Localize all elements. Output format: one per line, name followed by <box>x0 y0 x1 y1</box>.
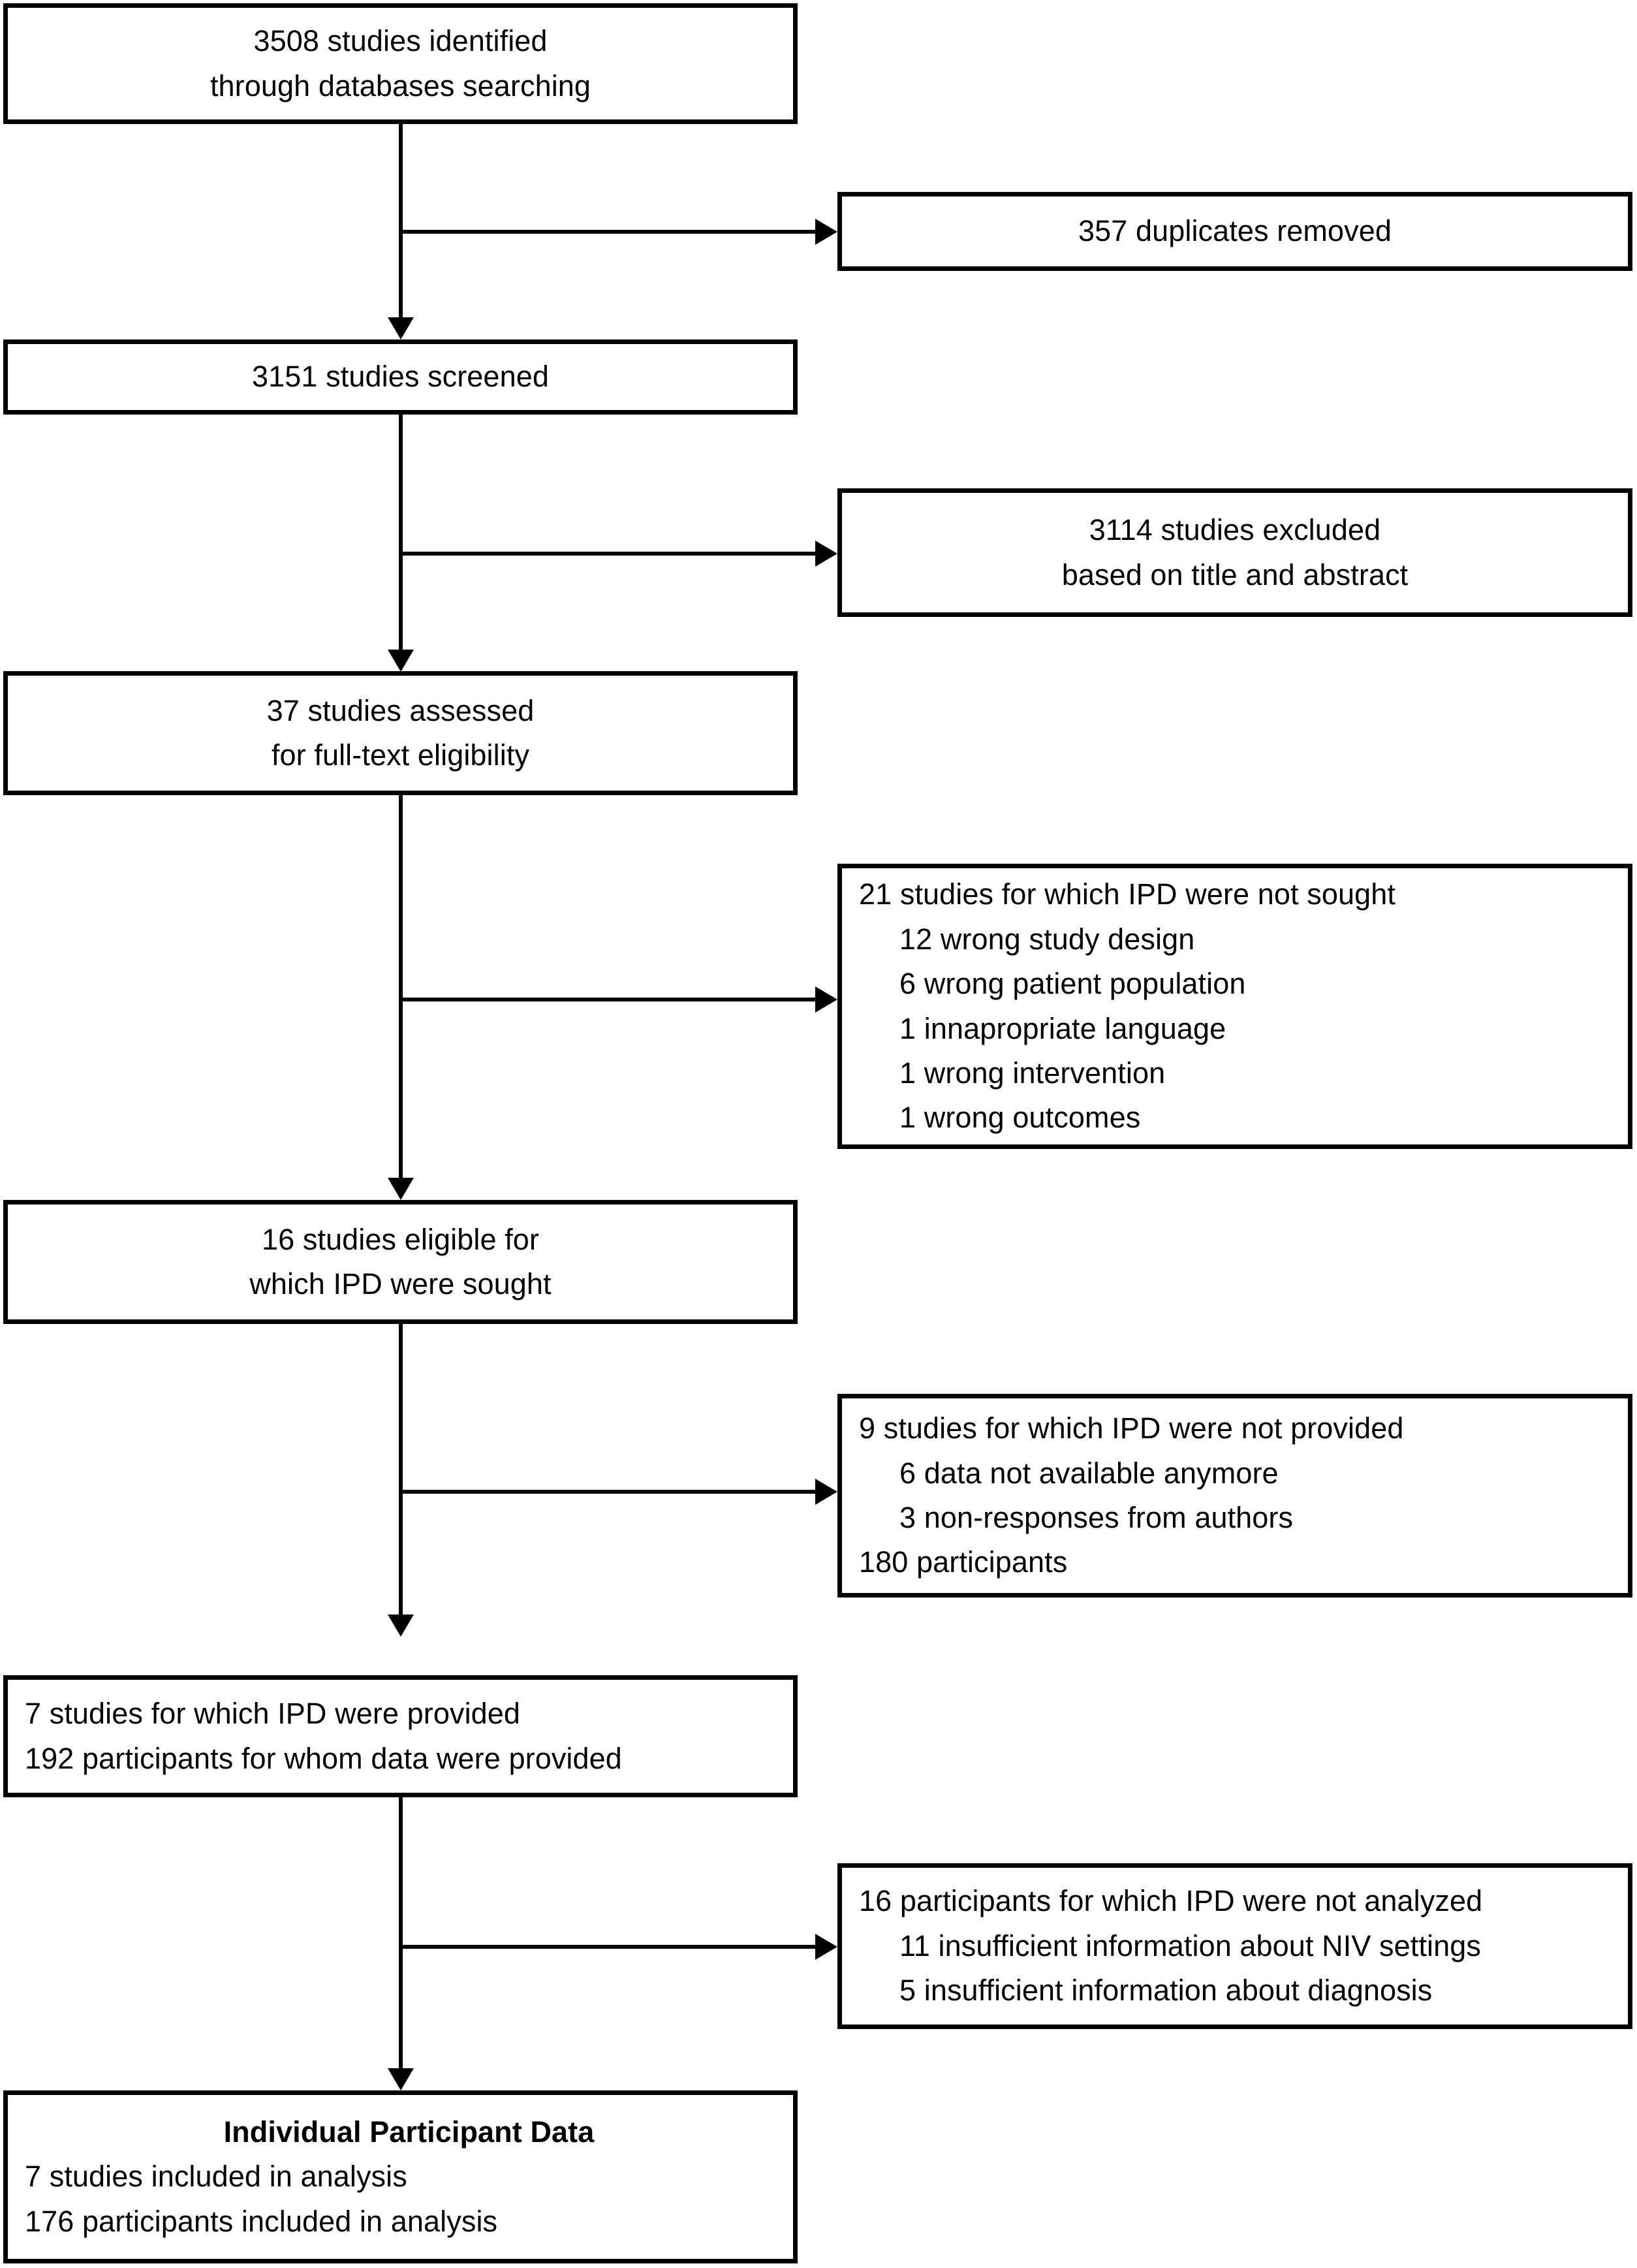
box-line: 5 insufficient information about diagnos… <box>899 1974 1433 2008</box>
box-line: through databases searching <box>210 69 591 102</box>
box-individual-participant-data: Individual Participant Data 7 studies in… <box>3 2090 798 2263</box>
box-line: 6 data not available anymore <box>899 1456 1279 1490</box>
connector-to-ipd-not-provided <box>399 1490 815 1494</box>
box-line: 7 studies included in analysis <box>25 2160 407 2194</box>
connector-provided-to-included <box>399 1797 403 2068</box>
box-studies-excluded: 3114 studies excluded based on title and… <box>837 488 1632 617</box>
arrowhead-down-to-eligible <box>388 1178 414 1200</box>
box-studies-identified: 3508 studies identified through database… <box>3 3 798 124</box>
box-line: for full-text eligibility <box>271 738 530 772</box>
box-title-individual-participant-data: Individual Participant Data <box>223 2115 595 2149</box>
connector-assessed-to-eligible <box>399 795 403 1178</box>
box-line: 1 wrong intervention <box>899 1056 1166 1090</box>
arrowhead-down-to-assessed <box>388 650 414 672</box>
arrowhead-down-to-provided <box>388 1614 414 1637</box>
box-line: 3508 studies identified <box>253 24 548 58</box>
box-ipd-provided: 7 studies for which IPD were provided 19… <box>3 1675 798 1797</box>
box-studies-screened: 3151 studies screened <box>3 339 798 415</box>
box-line: 192 participants for whom data were prov… <box>25 1741 622 1775</box>
arrowhead-right-to-duplicates <box>815 219 837 245</box>
arrowhead-down-to-included <box>388 2068 414 2090</box>
connector-identified-to-screened <box>399 124 403 317</box>
box-line: 3151 studies screened <box>252 360 549 394</box>
box-line: 3 non-responses from authors <box>899 1501 1294 1534</box>
box-line: 16 participants for which IPD were not a… <box>859 1884 1483 1918</box>
box-studies-eligible-ipd-sought: 16 studies eligible for which IPD were s… <box>3 1200 798 1324</box>
box-line: 37 studies assessed <box>266 693 535 727</box>
box-ipd-not-provided: 9 studies for which IPD were not provide… <box>837 1394 1632 1598</box>
box-line: based on title and abstract <box>1061 558 1409 591</box>
box-line: 357 duplicates removed <box>1078 214 1392 248</box>
connector-eligible-to-provided <box>399 1324 403 1614</box>
box-line: 21 studies for which IPD were not sought <box>859 877 1395 911</box>
box-line: 176 participants included in analysis <box>25 2204 498 2238</box>
arrowhead-down-to-screened <box>388 317 414 339</box>
box-line: which IPD were sought <box>249 1267 552 1300</box>
box-line: 1 innapropriate language <box>899 1011 1226 1045</box>
box-studies-assessed: 37 studies assessed for full-text eligib… <box>3 671 798 795</box>
box-line: 7 studies for which IPD were provided <box>25 1697 521 1731</box>
box-duplicates-removed: 357 duplicates removed <box>837 192 1632 271</box>
box-line: 180 participants <box>859 1545 1068 1579</box>
connector-to-excluded <box>399 552 815 556</box>
arrowhead-right-to-excluded <box>815 541 837 567</box>
box-line: 11 insufficient information about NIV se… <box>899 1929 1481 1962</box>
box-line: 9 studies for which IPD were not provide… <box>859 1411 1404 1445</box>
box-line: 3114 studies excluded <box>1089 513 1381 547</box>
box-line: 6 wrong patient population <box>899 967 1246 1001</box>
box-ipd-not-sought: 21 studies for which IPD were not sought… <box>837 864 1632 1149</box>
connector-screened-to-assessed <box>399 415 403 650</box>
box-ipd-not-analyzed: 16 participants for which IPD were not a… <box>837 1863 1632 2029</box>
connector-to-ipd-not-sought <box>399 998 815 1001</box>
arrowhead-right-to-ipd-not-sought <box>815 986 837 1013</box>
connector-to-duplicates <box>399 230 815 234</box>
box-line: 12 wrong study design <box>899 922 1195 956</box>
connector-to-ipd-not-analyzed <box>399 1945 815 1949</box>
box-line: 1 wrong outcomes <box>899 1101 1141 1135</box>
arrowhead-right-to-ipd-not-provided <box>815 1479 837 1505</box>
box-line: 16 studies eligible for <box>261 1222 540 1256</box>
arrowhead-right-to-ipd-not-analyzed <box>815 1934 837 1960</box>
